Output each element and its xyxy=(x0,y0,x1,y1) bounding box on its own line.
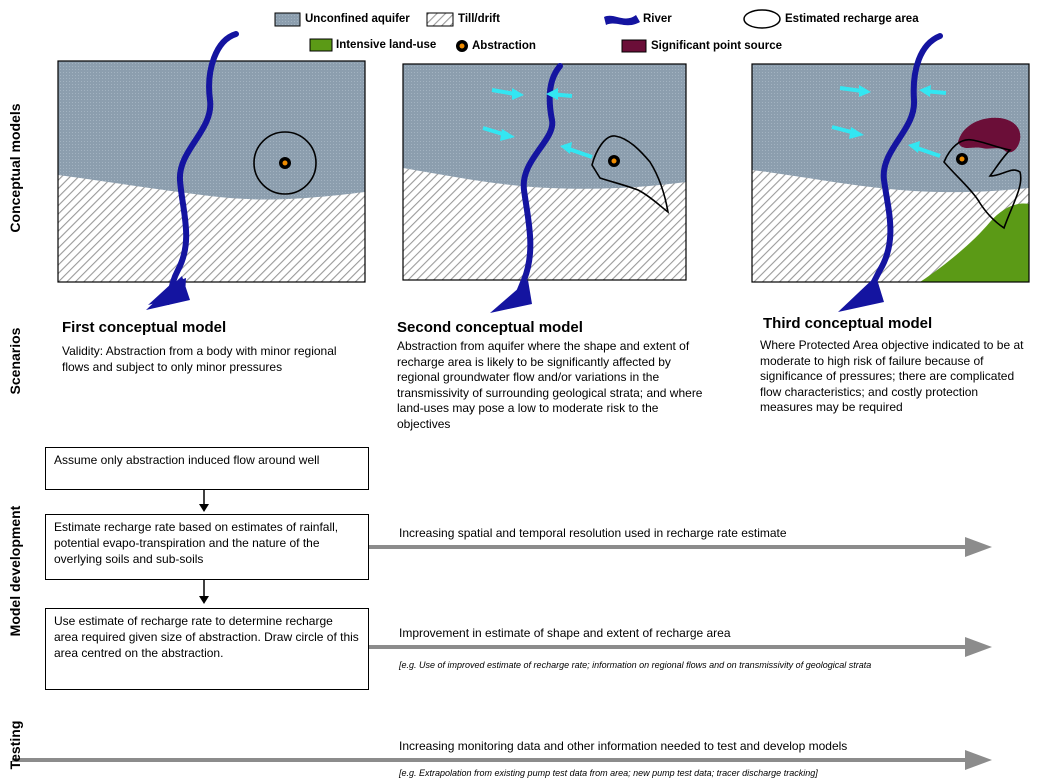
till-swatch xyxy=(426,12,454,27)
side-label-conceptual-models: Conceptual models xyxy=(7,103,23,233)
panel-first-model xyxy=(57,60,366,283)
progress-shape-text: Improvement in estimate of shape and ext… xyxy=(399,626,731,640)
recharge-area-circle xyxy=(253,131,317,195)
model-title-third: Third conceptual model xyxy=(763,315,933,332)
land-use-swatch xyxy=(309,38,333,52)
side-label-model-development: Model development xyxy=(7,505,23,637)
legend-abstraction: Abstraction xyxy=(472,40,536,52)
point-source-area xyxy=(958,117,1021,153)
flow-arrows xyxy=(482,85,947,159)
recharge-area-swatch-icon xyxy=(743,9,781,29)
river-1 xyxy=(165,31,239,305)
model-desc-second: Abstraction from aquifer where the shape… xyxy=(397,339,703,431)
step-text: Assume only abstraction induced flow aro… xyxy=(54,453,320,467)
legend-unconfined-aquifer: Unconfined aquifer xyxy=(305,13,410,25)
progress-testing-text: Increasing monitoring data and other inf… xyxy=(399,739,848,753)
step-box-1: Assume only abstraction induced flow aro… xyxy=(45,447,369,490)
side-label-testing: Testing xyxy=(7,720,23,770)
recharge-area-shape xyxy=(943,138,1022,230)
progress-arrows xyxy=(12,537,992,770)
progress-shape-note: [e.g. Use of improved estimate of rechar… xyxy=(399,660,872,670)
legend-till-drift: Till/drift xyxy=(458,13,500,25)
panel-second-model xyxy=(402,63,687,281)
legend-river: River xyxy=(643,13,672,25)
progress-resolution-text: Increasing spatial and temporal resoluti… xyxy=(399,526,787,540)
aquifer-swatch xyxy=(274,12,301,27)
step-connectors xyxy=(199,490,209,604)
model-title-second: Second conceptual model xyxy=(397,319,583,336)
step-text: Use estimate of recharge rate to determi… xyxy=(54,614,359,660)
step-box-3: Use estimate of recharge rate to determi… xyxy=(45,608,369,690)
river-3 xyxy=(859,33,943,305)
legend-point-source: Significant point source xyxy=(651,40,782,52)
river-swatch-icon xyxy=(604,15,640,26)
point-source-swatch xyxy=(621,39,647,53)
progress-testing-note: [e.g. Extrapolation from existing pump t… xyxy=(399,768,818,778)
model-title-first: First conceptual model xyxy=(62,319,227,336)
model-desc-third: Where Protected Area objective indicated… xyxy=(760,338,1024,414)
recharge-area-shape xyxy=(591,135,670,214)
model-desc-first: Validity: Abstraction from a body with m… xyxy=(62,344,337,374)
legend-intensive-land-use: Intensive land-use xyxy=(336,39,437,51)
step-box-2: Estimate recharge rate based on estimate… xyxy=(45,514,369,580)
legend-swatches xyxy=(274,9,781,53)
legend-recharge-area: Estimated recharge area xyxy=(785,13,919,25)
land-use-area xyxy=(920,203,1029,282)
side-label-scenarios: Scenarios xyxy=(7,327,23,395)
step-text: Estimate recharge rate based on estimate… xyxy=(54,520,339,566)
